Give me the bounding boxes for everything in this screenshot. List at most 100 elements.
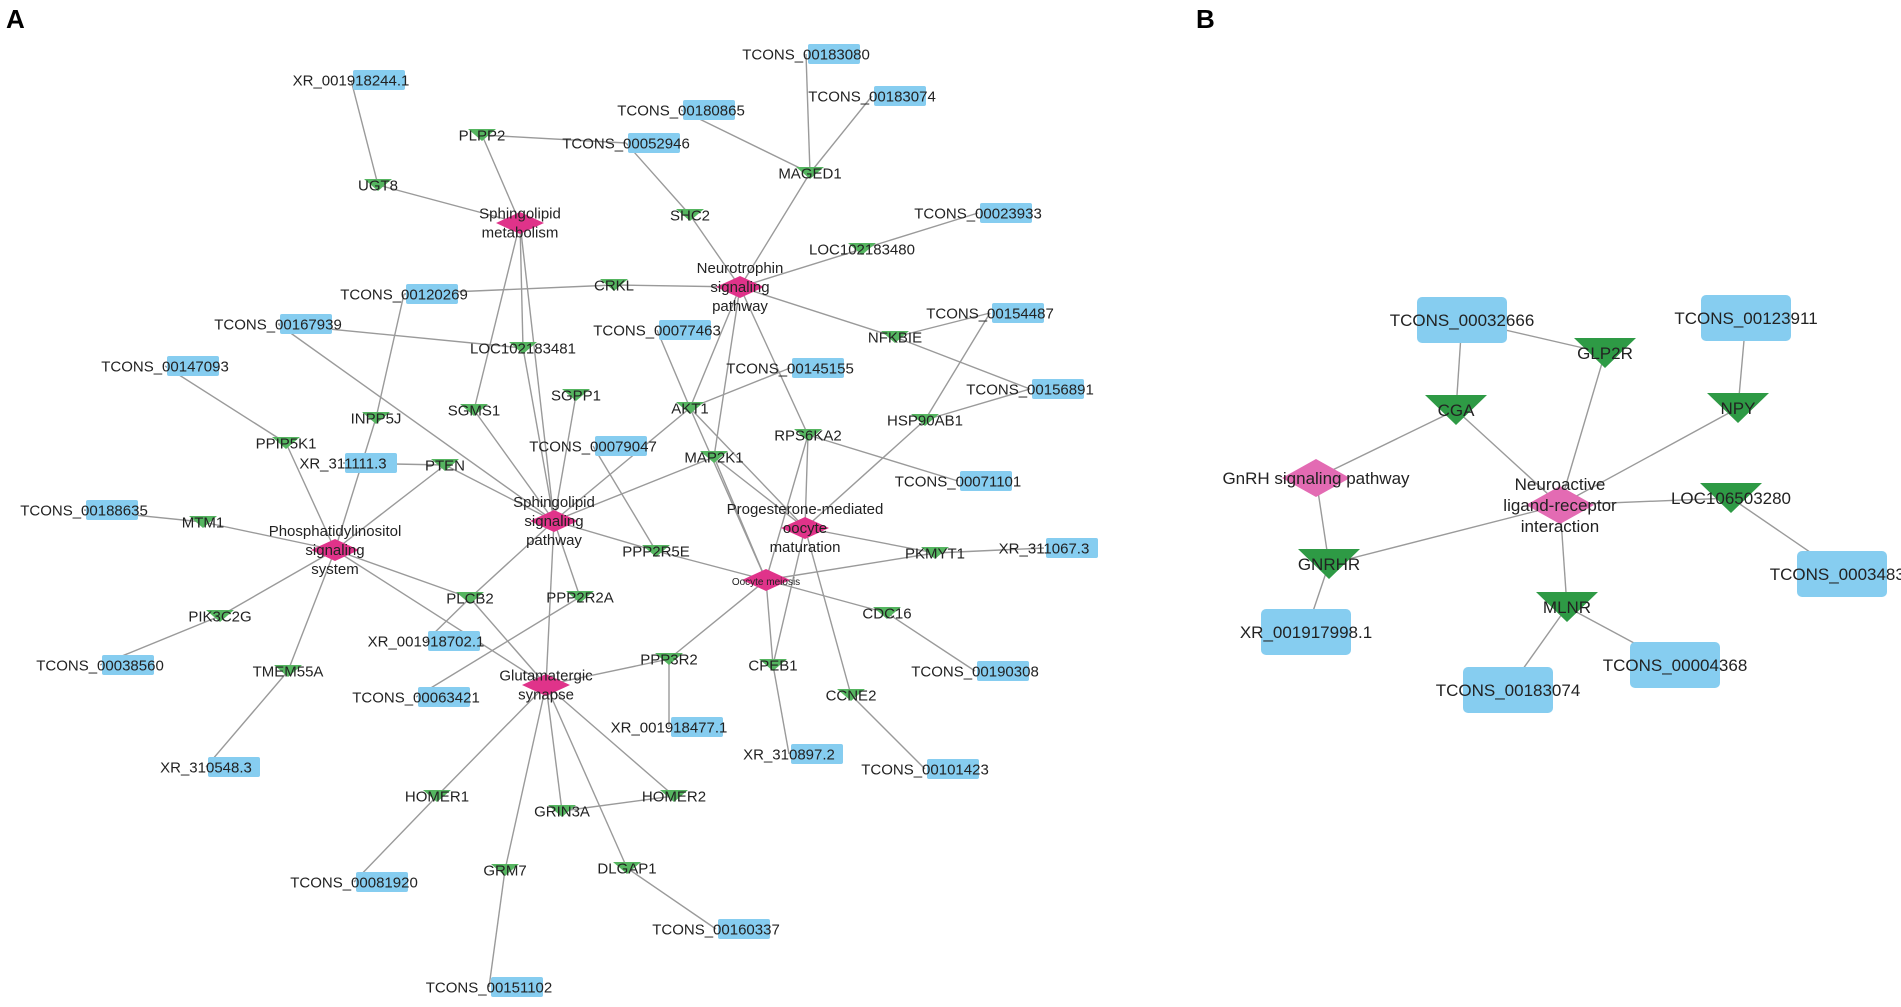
gene-node-hsp90ab1[interactable]: HSP90AB1 bbox=[887, 412, 963, 429]
lncrna-node-tcons-00032666[interactable]: TCONS_00032666 bbox=[1390, 297, 1535, 343]
lncrna-node-xr-310897-2[interactable]: XR_310897.2 bbox=[743, 744, 843, 764]
gene-node-dlgap1[interactable]: DLGAP1 bbox=[597, 860, 656, 877]
lncrna-node-xr-311111-3[interactable]: XR_311111.3 bbox=[299, 453, 397, 473]
gene-node-homer2[interactable]: HOMER2 bbox=[642, 788, 706, 805]
edge-neuro-MAP2K1 bbox=[713, 286, 741, 458]
gene-node-sgpp1[interactable]: SGPP1 bbox=[551, 387, 601, 404]
gene-node-loc106503280[interactable]: LOC106503280 bbox=[1671, 483, 1791, 513]
lncrna-node-tcons-00147093[interactable]: TCONS_00147093 bbox=[101, 356, 229, 376]
lncrna-box-shape bbox=[671, 717, 723, 737]
gene-node-ppp2r5e[interactable]: PPP2R5E bbox=[622, 543, 690, 560]
gene-node-ppp3r2[interactable]: PPP3R2 bbox=[640, 651, 698, 668]
gene-node-nfkbie[interactable]: NFKBIE bbox=[868, 329, 922, 346]
gene-node-tmem55a[interactable]: TMEM55A bbox=[253, 663, 324, 680]
lncrna-node-tcons-00183074[interactable]: TCONS_00183074 bbox=[1436, 667, 1581, 713]
gene-label: TMEM55A bbox=[253, 663, 324, 680]
lncrna-node-tcons-00145155[interactable]: TCONS_00145155 bbox=[726, 358, 854, 378]
gene-node-mlnr[interactable]: MLNR bbox=[1536, 592, 1598, 622]
gene-node-cpeb1[interactable]: CPEB1 bbox=[748, 657, 797, 674]
lncrna-node-tcons-00071101[interactable]: TCONS_00071101 bbox=[895, 471, 1021, 491]
lncrna-node-tcons-00081920[interactable]: TCONS_00081920 bbox=[290, 872, 418, 892]
gene-node-loc102183480[interactable]: LOC102183480 bbox=[809, 241, 915, 258]
gene-node-maged1[interactable]: MAGED1 bbox=[778, 165, 841, 182]
lncrna-node-tcons-00151102[interactable]: TCONS_00151102 bbox=[426, 977, 552, 997]
lncrna-node-tcons-00023933[interactable]: TCONS_00023933 bbox=[914, 203, 1042, 223]
lncrna-node-xr-001918244-1[interactable]: XR_001918244.1 bbox=[293, 70, 410, 90]
gene-node-plcb2[interactable]: PLCB2 bbox=[446, 590, 494, 607]
lncrna-node-tcons-00160337[interactable]: TCONS_00160337 bbox=[652, 919, 780, 939]
gene-node-inpp5j[interactable]: INPP5J bbox=[351, 410, 402, 427]
gene-node-rps6ka2[interactable]: RPS6KA2 bbox=[774, 427, 842, 444]
lncrna-node-tcons-00180865[interactable]: TCONS_00180865 bbox=[617, 100, 745, 120]
lncrna-node-tcons-00004368[interactable]: TCONS_00004368 bbox=[1603, 642, 1748, 688]
gene-node-npy[interactable]: NPY bbox=[1707, 393, 1769, 423]
lncrna-box-shape bbox=[353, 70, 405, 90]
lncrna-node-tcons-00079047[interactable]: TCONS_00079047 bbox=[529, 436, 657, 456]
lncrna-node-tcons-00034839[interactable]: TCONS_00034839 bbox=[1770, 551, 1901, 597]
lncrna-node-xr-310548-3[interactable]: XR_310548.3 bbox=[160, 757, 260, 777]
lncrna-node-tcons-00101423[interactable]: TCONS_00101423 bbox=[861, 759, 989, 779]
pathway-node-oocyte-meiosis[interactable]: Oocyte meiosis bbox=[732, 569, 800, 591]
gene-node-map2k1[interactable]: MAP2K1 bbox=[684, 449, 743, 466]
lncrna-node-tcons-00156891[interactable]: TCONS_00156891 bbox=[966, 379, 1094, 399]
lncrna-node-tcons-00063421[interactable]: TCONS_00063421 bbox=[352, 687, 480, 707]
lncrna-node-tcons-00120269[interactable]: TCONS_00120269 bbox=[340, 284, 468, 304]
lncrna-node-tcons-00154487[interactable]: TCONS_00154487 bbox=[926, 303, 1054, 323]
edge-T183080-MAGED1 bbox=[805, 53, 811, 174]
edge-prog-CPEB1 bbox=[772, 527, 806, 666]
gene-node-loc102183481[interactable]: LOC102183481 bbox=[470, 340, 576, 357]
gene-node-homer1[interactable]: HOMER1 bbox=[405, 788, 469, 805]
gene-node-grm7[interactable]: GRM7 bbox=[483, 862, 526, 879]
lncrna-label: TCONS_00147093 bbox=[101, 358, 229, 375]
lncrna-node-tcons-00167939[interactable]: TCONS_00167939 bbox=[214, 314, 342, 334]
gene-triangle-shape bbox=[456, 592, 484, 604]
lncrna-box-shape bbox=[1032, 379, 1084, 399]
pathway-node-gnrh-signaling-pathway[interactable]: GnRH signaling pathway bbox=[1222, 459, 1410, 497]
gene-node-gnrhr[interactable]: GNRHR bbox=[1298, 549, 1360, 579]
lncrna-node-xr-001918702-1[interactable]: XR_001918702.1 bbox=[368, 631, 485, 651]
gene-node-sgms1[interactable]: SGMS1 bbox=[448, 402, 501, 419]
lncrna-label: TCONS_00190308 bbox=[911, 663, 1039, 680]
lncrna-node-xr-311067-3[interactable]: XR_311067.3 bbox=[999, 538, 1098, 558]
gene-node-crkl[interactable]: CRKL bbox=[594, 277, 634, 294]
gene-node-pkmyt1[interactable]: PKMYT1 bbox=[905, 545, 965, 562]
gene-node-grin3a[interactable]: GRIN3A bbox=[534, 803, 590, 820]
gene-node-ugt8[interactable]: UGT8 bbox=[358, 177, 398, 194]
gene-node-mtm1[interactable]: MTM1 bbox=[182, 514, 225, 531]
gene-node-shc2[interactable]: SHC2 bbox=[670, 207, 710, 224]
gene-node-cdc16[interactable]: CDC16 bbox=[862, 605, 911, 622]
lncrna-node-tcons-00052946[interactable]: TCONS_00052946 bbox=[562, 133, 690, 153]
lncrna-node-tcons-00038560[interactable]: TCONS_00038560 bbox=[36, 655, 164, 675]
lncrna-node-tcons-00188635[interactable]: TCONS_00188635 bbox=[20, 500, 148, 520]
lncrna-node-tcons-00123911[interactable]: TCONS_00123911 bbox=[1674, 295, 1818, 341]
gene-node-ppp2r2a[interactable]: PPP2R2A bbox=[546, 589, 614, 606]
lncrna-node-xr-001917998-1[interactable]: XR_001917998.1 bbox=[1240, 609, 1372, 655]
gene-node-cga[interactable]: CGA bbox=[1425, 395, 1487, 425]
lncrna-node-tcons-00183080[interactable]: TCONS_00183080 bbox=[742, 44, 870, 64]
edge-sph_sig-PPP2R2A bbox=[553, 520, 581, 598]
lncrna-node-tcons-00190308[interactable]: TCONS_00190308 bbox=[911, 661, 1039, 681]
lncrna-node-tcons-00183074[interactable]: TCONS_00183074 bbox=[808, 86, 936, 106]
lncrna-box-shape bbox=[1046, 538, 1098, 558]
gene-triangle-shape bbox=[272, 437, 300, 449]
gene-node-glp2r[interactable]: GLP2R bbox=[1574, 338, 1636, 368]
gene-node-ccne2[interactable]: CCNE2 bbox=[826, 687, 877, 704]
gene-node-ppip5k1[interactable]: PPIP5K1 bbox=[256, 435, 317, 452]
gene-node-plpp2[interactable]: PLPP2 bbox=[459, 127, 506, 144]
edge-oocyte-CDC16 bbox=[765, 579, 888, 614]
gene-node-pten[interactable]: PTEN bbox=[425, 457, 465, 474]
gene-label: RPS6KA2 bbox=[774, 427, 842, 444]
gene-node-akt1[interactable]: AKT1 bbox=[671, 400, 709, 417]
lncrna-node-xr-001918477-1[interactable]: XR_001918477.1 bbox=[611, 717, 728, 737]
gene-node-pik3c2g[interactable]: PIK3C2G bbox=[188, 608, 251, 625]
lncrna-node-tcons-00077463[interactable]: TCONS_00077463 bbox=[593, 320, 721, 340]
